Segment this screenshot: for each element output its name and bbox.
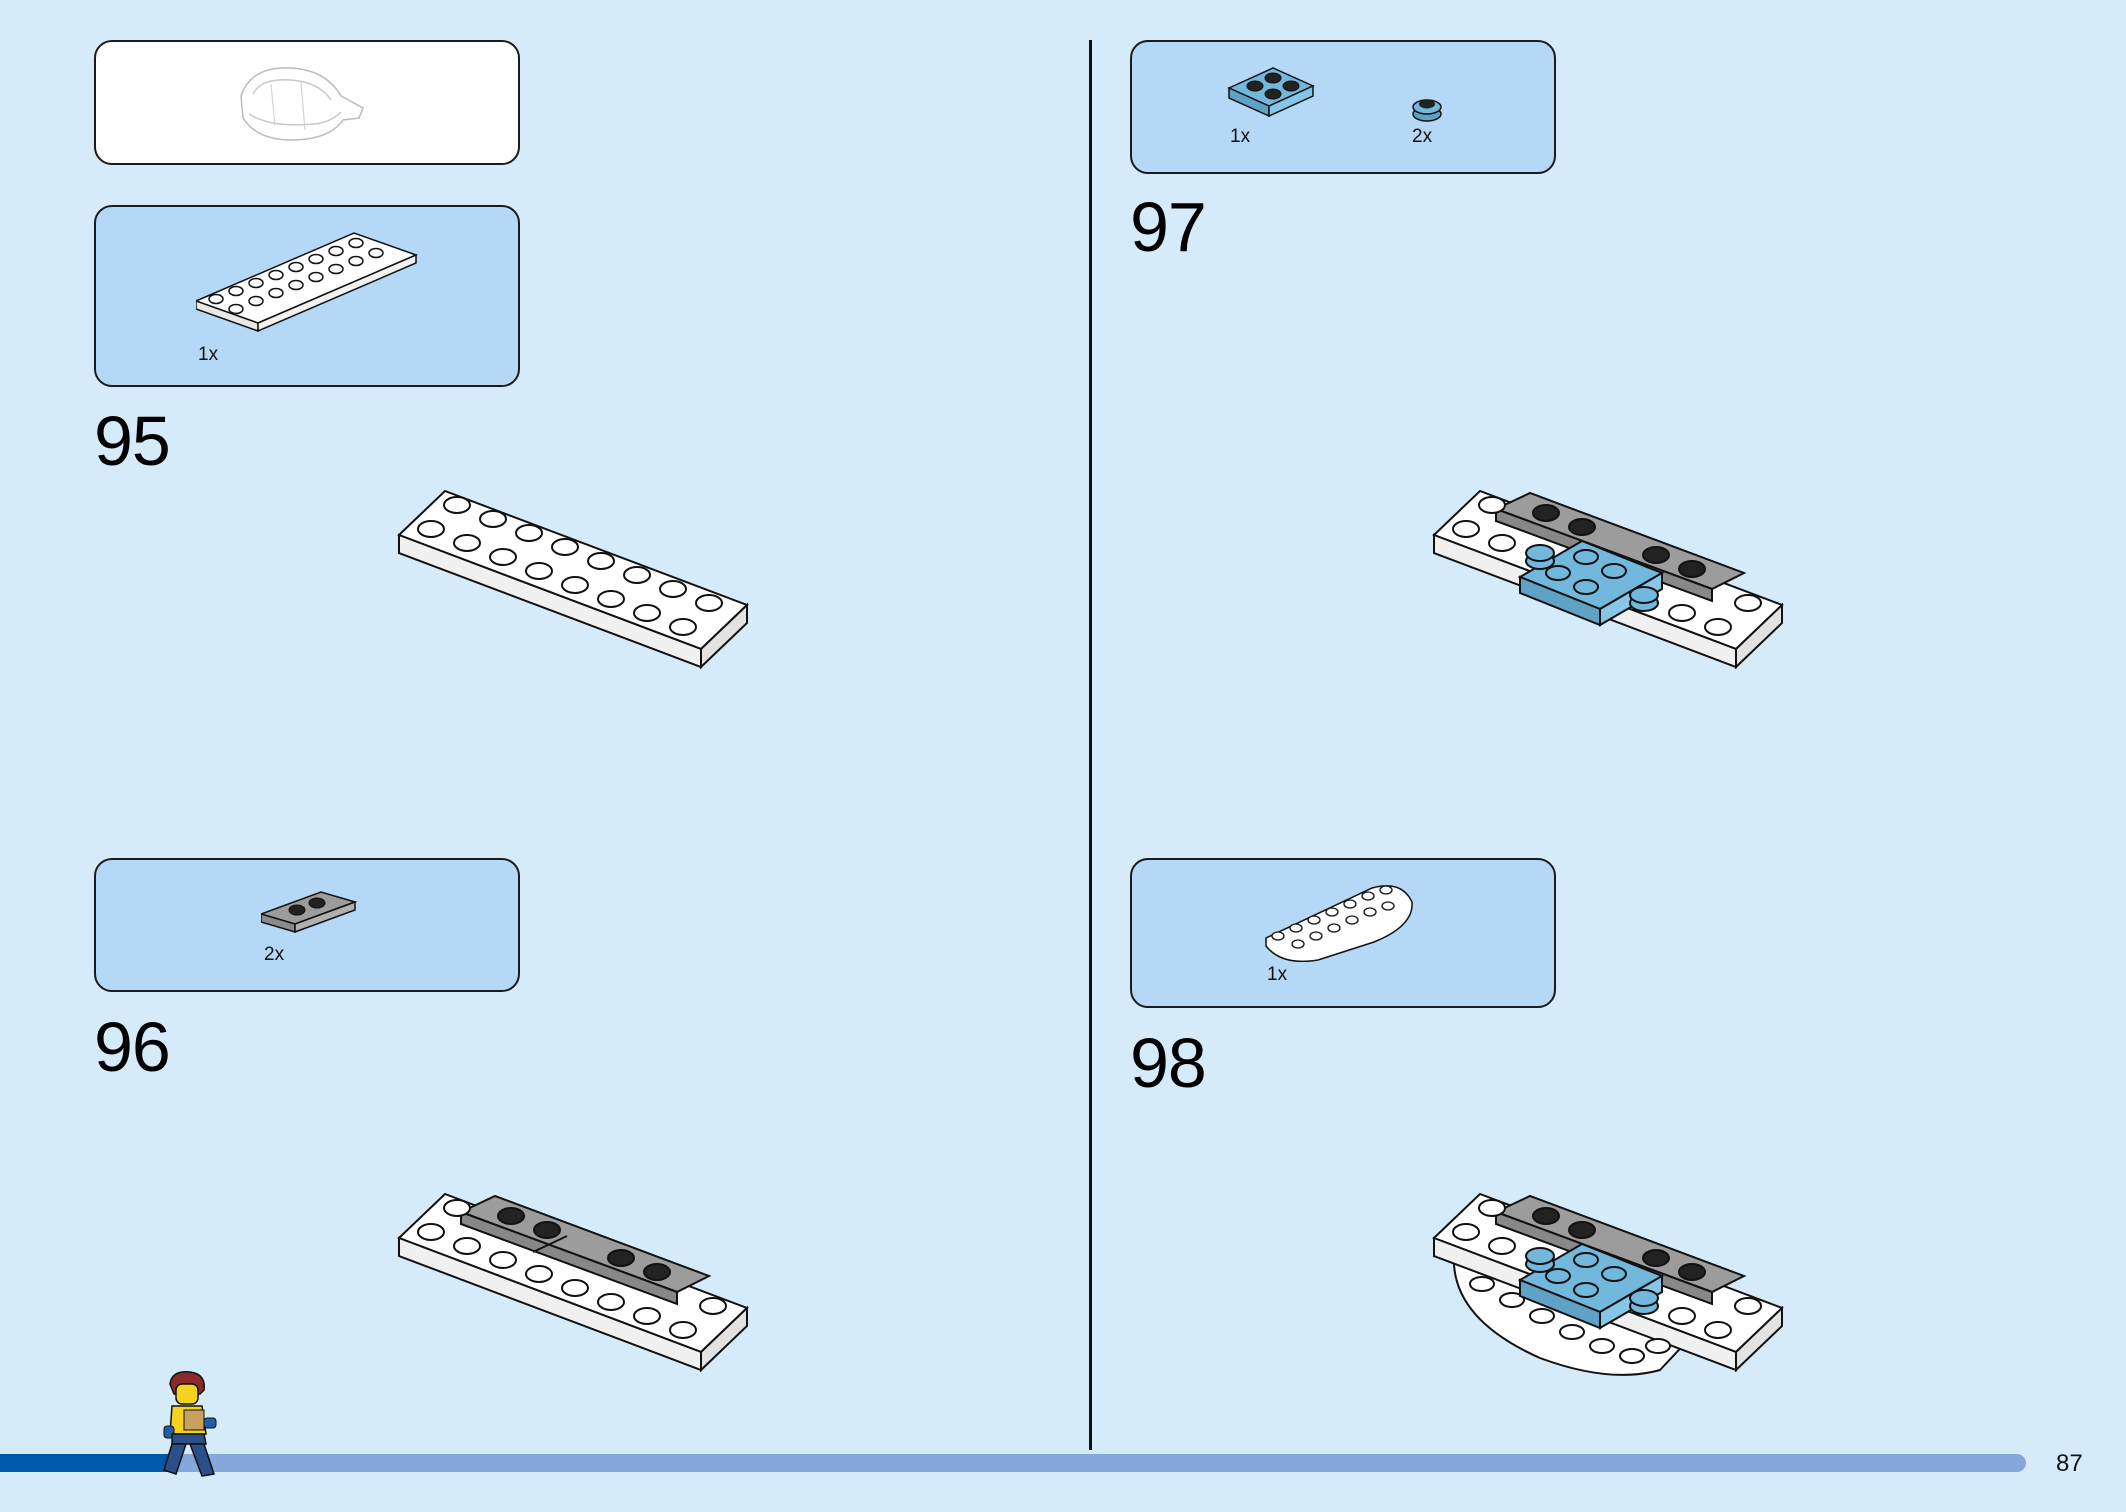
- white-half-round-plate-icon: [1265, 885, 1413, 962]
- part-qty: 2x: [264, 944, 285, 965]
- step-98-model-illustration: [1432, 1192, 1784, 1376]
- white-2x10-plate-icon: [196, 232, 419, 333]
- step-97-model-illustration: [1432, 489, 1784, 670]
- grey-1x4-jumper-plate-icon: [261, 891, 358, 934]
- column-divider: [1089, 40, 1092, 1450]
- sub-assembly-preview: [94, 40, 520, 165]
- part-qty: 2x: [1412, 126, 1433, 147]
- minifigure-icon: [163, 1371, 217, 1477]
- step-96-model-illustration: [397, 1192, 749, 1373]
- blue-round-1x1-plate-icon: [1412, 99, 1442, 122]
- blue-2x2-plate-icon: [1227, 67, 1315, 118]
- progress-fill: [0, 1454, 172, 1472]
- parts-callout-step-98: 1x: [1130, 858, 1556, 1008]
- parts-callout-step-96: 2x: [94, 858, 520, 992]
- part-qty: 1x: [1267, 964, 1288, 985]
- part-qty: 1x: [198, 344, 219, 365]
- parts-callout-step-95: 1x: [94, 205, 520, 387]
- page-number: 87: [2056, 1450, 2083, 1477]
- parts-callout-step-97: 1x 2x: [1130, 40, 1556, 174]
- part-qty: 1x: [1230, 126, 1251, 147]
- step-number: 97: [1130, 188, 1207, 266]
- step-number: 96: [94, 1008, 171, 1086]
- step-number: 95: [94, 402, 171, 480]
- progress-track: [0, 1454, 2026, 1472]
- step-95-model-illustration: [397, 489, 749, 670]
- step-number: 98: [1130, 1024, 1207, 1102]
- white-canopy-sketch-icon: [240, 67, 364, 141]
